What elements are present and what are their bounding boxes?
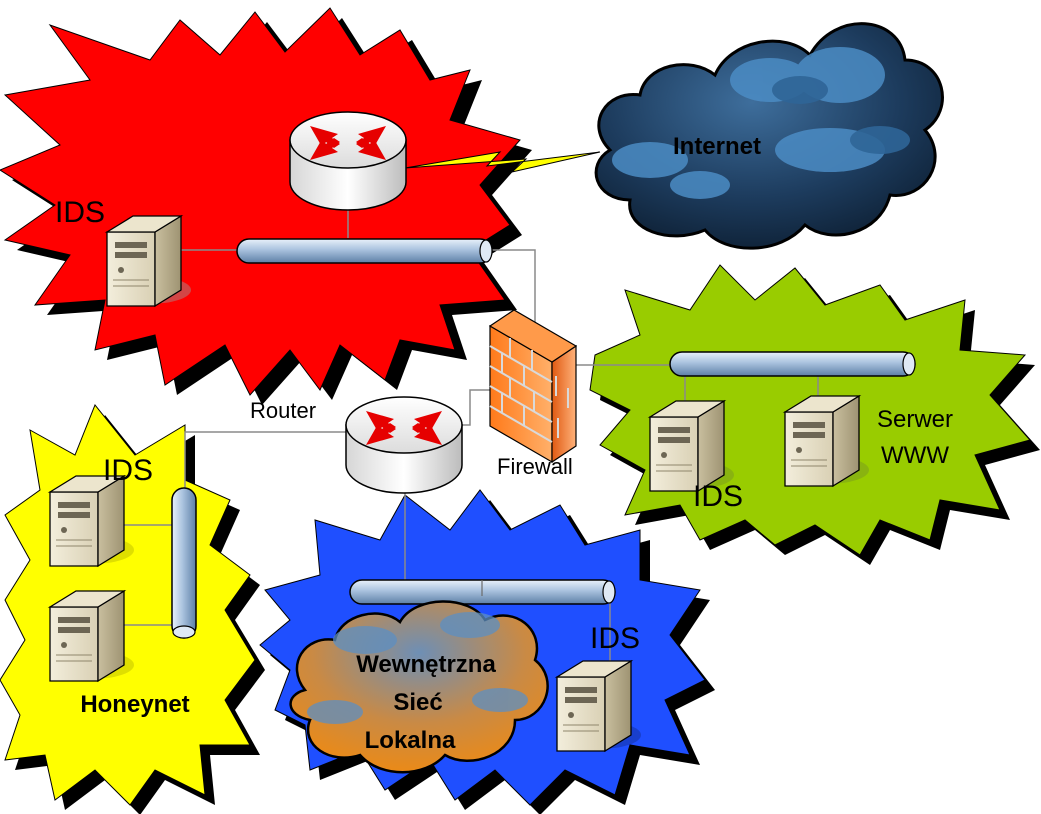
server-icon-www (782, 394, 869, 488)
lan-label-line1: Wewnętrzna (356, 651, 496, 678)
server-icon-ids-blue (554, 659, 641, 753)
ids-label-green: IDS (693, 480, 743, 513)
server-www-label-line2: WWW (881, 442, 949, 469)
ids-label-red: IDS (55, 196, 105, 229)
server-icon-honeynet-2 (47, 589, 134, 683)
network-links (120, 210, 819, 665)
red-zone (0, 7, 532, 405)
bus-pipe-yellow (171, 487, 197, 639)
lan-cloud-icon (289, 600, 549, 774)
server-icon-ids-green (647, 399, 734, 493)
internet-label: Internet (673, 133, 761, 160)
router-icon-top (289, 111, 407, 211)
server-icon-honeynet-1 (47, 474, 134, 568)
router-icon-middle (345, 396, 463, 494)
lan-label-line2: Sieć (393, 689, 442, 716)
bus-pipe-blue (349, 579, 616, 605)
bus-pipe-red (236, 238, 493, 264)
internet-cloud-icon (594, 22, 944, 250)
server-icon-ids-red (104, 214, 191, 308)
router-label: Router (250, 398, 316, 423)
firewall-icon (488, 309, 578, 464)
lan-label-line3: Lokalna (365, 727, 456, 754)
server-www-label-line1: Serwer (877, 406, 953, 433)
lightning-bolt-icon (404, 151, 601, 173)
honeynet-label: Honeynet (80, 691, 189, 718)
bus-pipe-green (669, 351, 916, 377)
ids-label-blue: IDS (590, 622, 640, 655)
firewall-label: Firewall (497, 454, 573, 479)
ids-label-yellow: IDS (103, 454, 153, 487)
